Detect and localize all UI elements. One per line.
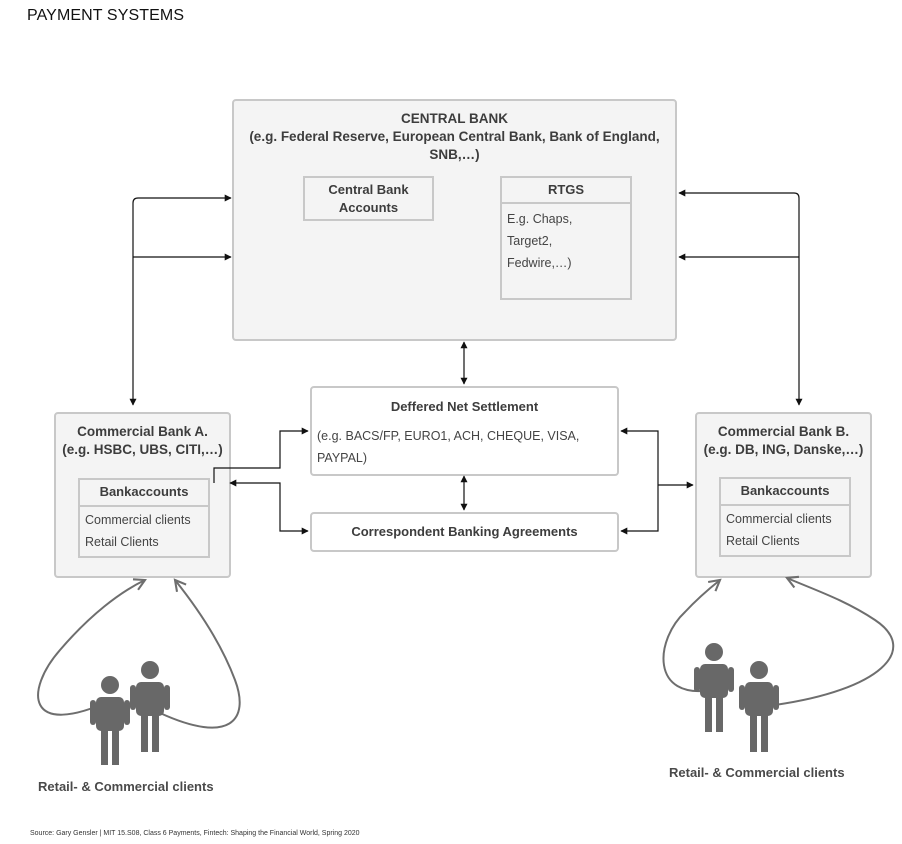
correspondent-banking-box: Correspondent Banking Agreements xyxy=(310,512,619,552)
person-icon xyxy=(739,661,779,752)
bank-a-accounts-title: Bankaccounts xyxy=(99,484,189,499)
commercial-bank-b-box: Commercial Bank B. (e.g. DB, ING, Danske… xyxy=(695,412,872,578)
bank-a-item-retail: Retail Clients xyxy=(85,535,159,549)
cba-title: Correspondent Banking Agreements xyxy=(351,524,578,539)
dns-title: Deffered Net Settlement xyxy=(390,399,539,414)
arrow-bank-b-dns xyxy=(620,427,659,485)
source-note: Source: Gary Gensler | MIT 15.S08, Class… xyxy=(30,830,360,837)
bank-b-title: Commercial Bank B. xyxy=(717,424,850,439)
commercial-bank-a-box: Commercial Bank A. (e.g. HSBC, UBS, CITI… xyxy=(54,412,231,578)
arrow-bank-a-central-upper xyxy=(129,194,232,406)
rtgs-item-1: E.g. Chaps, xyxy=(507,212,573,226)
bank-b-item-retail: Retail Clients xyxy=(726,534,800,548)
rtgs-item-2: Target2, xyxy=(507,234,553,248)
central-bank-subtitle-1: (e.g. Federal Reserve, European Central … xyxy=(249,129,660,144)
person-icon xyxy=(90,676,130,765)
rtgs-box: RTGS E.g. Chaps, Target2, Fedwire,…) xyxy=(500,176,632,300)
clients-left-label: Retail- & Commercial clients xyxy=(38,779,214,794)
dns-line-1: (e.g. BACS/FP, EURO1, ACH, CHEQUE, VISA, xyxy=(317,429,580,443)
person-icon xyxy=(694,643,734,732)
central-bank-title: CENTRAL BANK xyxy=(401,111,508,126)
rtgs-item-3: Fedwire,…) xyxy=(507,256,572,270)
central-bank-subtitle-2: SNB,…) xyxy=(429,147,480,162)
clients-right-label: Retail- & Commercial clients xyxy=(669,765,845,780)
loop-right-inner xyxy=(774,575,895,706)
bank-b-accounts-title: Bankaccounts xyxy=(740,483,830,498)
loop-right-outer xyxy=(662,578,722,693)
bank-a-accounts-box: Bankaccounts Commercial clients Retail C… xyxy=(78,478,210,558)
bank-a-title: Commercial Bank A. xyxy=(77,424,208,439)
arrow-central-bank-b-upper xyxy=(678,189,803,406)
page-title: PAYMENT SYSTEMS xyxy=(27,7,185,24)
bank-a-item-commercial: Commercial clients xyxy=(85,513,191,527)
bank-b-accounts-box: Bankaccounts Commercial clients Retail C… xyxy=(719,477,851,557)
central-bank-accounts-line1: Central Bank xyxy=(328,182,409,197)
arrow-bank-a-dns xyxy=(213,427,309,483)
person-icon xyxy=(130,661,170,752)
dns-line-2: PAYPAL) xyxy=(317,451,368,465)
central-bank-box: CENTRAL BANK (e.g. Federal Reserve, Euro… xyxy=(232,99,677,341)
loop-left-outer xyxy=(37,578,147,716)
bank-b-subtitle: (e.g. DB, ING, Danske,…) xyxy=(703,442,864,457)
deferred-net-settlement-box: Deffered Net Settlement (e.g. BACS/FP, E… xyxy=(310,386,619,476)
loop-left-inner xyxy=(159,578,241,729)
bank-b-item-commercial: Commercial clients xyxy=(726,512,832,526)
central-bank-accounts-box: Central Bank Accounts xyxy=(303,176,434,221)
bank-a-subtitle: (e.g. HSBC, UBS, CITI,…) xyxy=(62,442,223,457)
arrow-bank-b-cba xyxy=(620,485,659,535)
central-bank-accounts-line2: Accounts xyxy=(338,200,399,215)
arrow-bank-a-cba xyxy=(229,479,309,535)
rtgs-title: RTGS xyxy=(547,182,585,197)
